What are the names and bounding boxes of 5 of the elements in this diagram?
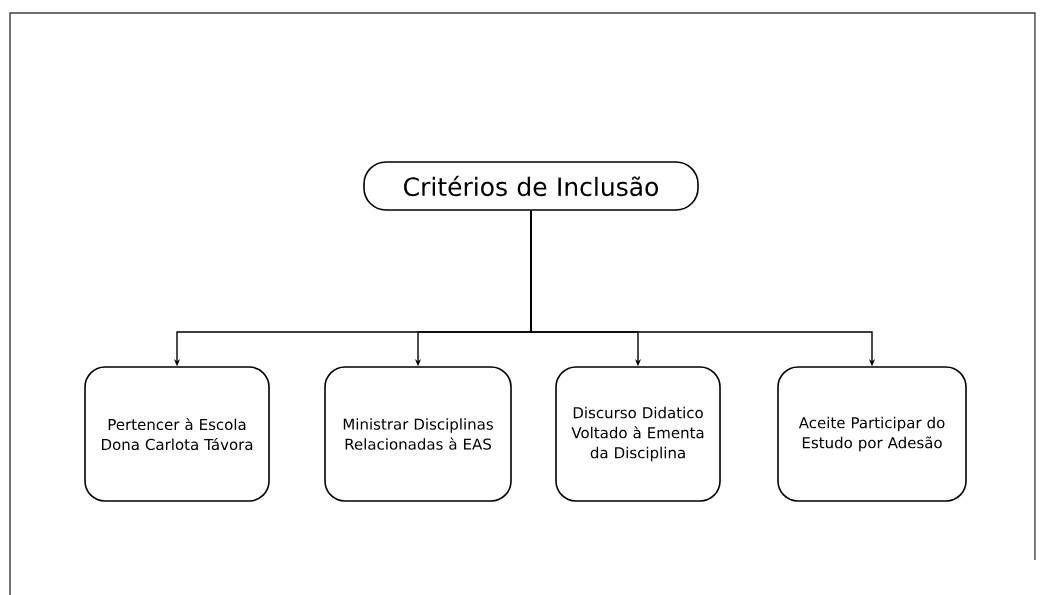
criterion-box: Aceite Participar do Estudo por Adesão xyxy=(777,366,967,502)
title-box: Critérios de Inclusão xyxy=(363,161,699,211)
criterion-box: Pertencer à Escola Dona Carlota Távora xyxy=(84,366,270,502)
criterion-box: Ministrar Disciplinas Relacionadas à EAS xyxy=(324,366,512,502)
criterion-box: Discurso Didatico Voltado à Ementa da Disciplina xyxy=(555,366,721,502)
